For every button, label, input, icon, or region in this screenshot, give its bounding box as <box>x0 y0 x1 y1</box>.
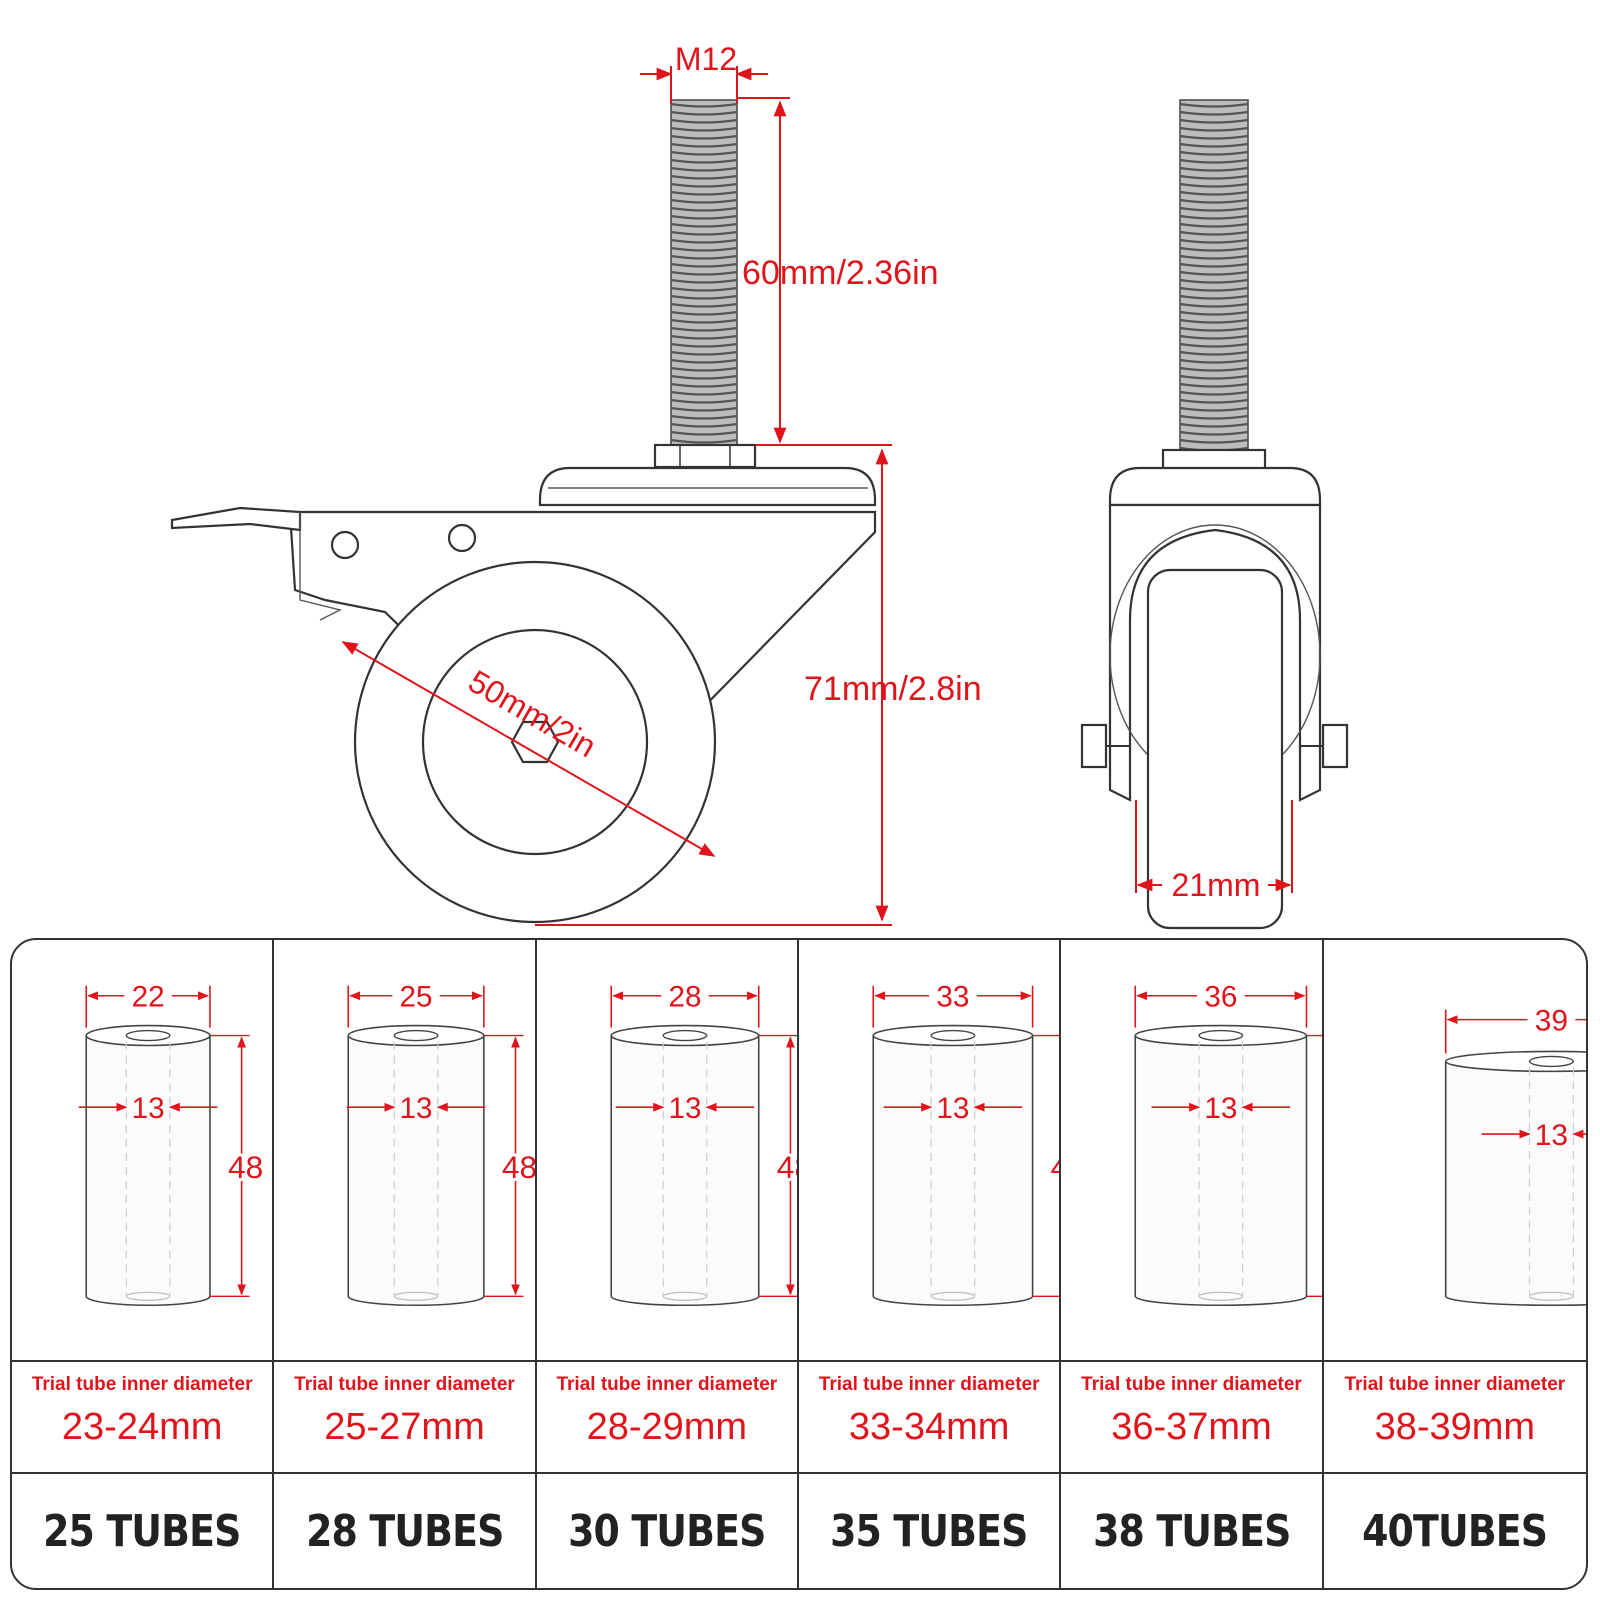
tube-count-cell: 25 TUBES <box>12 1474 275 1588</box>
caster-front-view: 21mm <box>1080 99 1349 930</box>
tube-count-cell: 40TUBES <box>1324 1474 1586 1588</box>
tube-drawing-cell: 33 13 48 <box>799 940 1062 1362</box>
tube-svg: 25 13 48 <box>347 981 535 1307</box>
height-label: 48 <box>502 1149 534 1185</box>
inner-diameter-label: 13 <box>936 1092 969 1125</box>
outer-diameter-label: 22 <box>132 981 165 1014</box>
tube-body <box>1444 1061 1586 1307</box>
axle-bolt-right <box>1321 723 1349 769</box>
total-height-label: 71mm/2.8in <box>804 670 982 708</box>
diameter-range: 28-29mm <box>586 1406 748 1448</box>
inner-diameter-label: 13 <box>1534 1119 1567 1152</box>
brake-lever <box>170 506 302 532</box>
tube-inner-diameter-cell: Trial tube inner diameter 33-34mm <box>799 1362 1062 1474</box>
outer-diameter-label: 39 <box>1534 1005 1567 1038</box>
inner-diameter-label: 13 <box>668 1092 701 1125</box>
tube-svg: 33 13 48 <box>872 981 1060 1307</box>
inner-diameter-label: 13 <box>132 1092 165 1125</box>
tube-count-cell: 35 TUBES <box>799 1474 1062 1588</box>
swivel-plate-front <box>1108 466 1322 507</box>
axle-bolt-left <box>1080 723 1108 769</box>
tube-svg: 36 13 48 <box>1134 981 1322 1307</box>
tube-drawing-cell: 22 13 48 <box>12 940 275 1362</box>
hex-nut <box>653 443 757 469</box>
caster-side-view: M12 60mm/2.36in 71mm/2.8in 50mm/2in <box>170 41 982 926</box>
tube-svg: 22 13 48 <box>78 981 266 1307</box>
tube-count-label: 38 TUBES <box>1092 1505 1291 1557</box>
tube-size-table: 22 13 48 25 13 48 28 13 48 33 <box>10 938 1588 1590</box>
tube-count-label: 25 TUBES <box>43 1505 241 1557</box>
tube-count-cell: 28 TUBES <box>274 1474 537 1588</box>
outer-diameter-label: 28 <box>668 981 701 1014</box>
tube-body <box>872 1035 1034 1307</box>
inner-diameter-label: 13 <box>1205 1092 1238 1125</box>
tube-count-label: 30 TUBES <box>568 1505 766 1557</box>
tube-bore-top <box>1198 1029 1244 1042</box>
trial-tube-label: Trial tube inner diameter <box>1081 1374 1302 1395</box>
tube-inner-diameter-cell: Trial tube inner diameter 25-27mm <box>274 1362 537 1474</box>
tube-drawing-cell: 25 13 48 <box>274 940 537 1362</box>
diameter-range: 36-37mm <box>1111 1406 1272 1448</box>
tube-drawing-cell: 36 13 48 <box>1061 940 1324 1362</box>
trial-tube-label: Trial tube inner diameter <box>31 1374 253 1395</box>
tube-bore-top <box>662 1029 708 1042</box>
tube-inner-diameter-cell: Trial tube inner diameter 38-39mm <box>1323 1362 1586 1474</box>
wheel-front <box>1146 568 1284 930</box>
diameter-range: 25-27mm <box>324 1406 485 1448</box>
caster-drawing: M12 60mm/2.36in 71mm/2.8in 50mm/2in <box>170 41 1349 930</box>
tube-bore-top <box>1528 1055 1574 1068</box>
tube-bore-bottom <box>393 1291 439 1301</box>
diameter-range: 38-39mm <box>1374 1406 1536 1448</box>
trial-tube-label: Trial tube inner diameter <box>1344 1374 1566 1395</box>
tube-count-label: 40TUBES <box>1362 1505 1548 1557</box>
tube-count-label: 35 TUBES <box>830 1505 1028 1557</box>
tube-inner-diameter-cell: Trial tube inner diameter 23-24mm <box>12 1362 275 1474</box>
height-label: 48 <box>776 1149 797 1185</box>
tube-bore-bottom <box>125 1291 171 1301</box>
trial-tube-label: Trial tube inner diameter <box>818 1374 1040 1395</box>
diameter-range: 33-34mm <box>848 1406 1010 1448</box>
height-label: 48 <box>1051 1149 1060 1185</box>
trial-tube-label: Trial tube inner diameter <box>294 1374 515 1395</box>
tube-drawing-cell: 28 13 48 <box>536 940 799 1362</box>
tube-count-cell: 30 TUBES <box>537 1474 799 1588</box>
tube-bore-bottom <box>1198 1291 1244 1301</box>
diameter-range: 23-24mm <box>61 1406 223 1448</box>
tube-inner-diameter-cell: Trial tube inner diameter 28-29mm <box>536 1362 799 1474</box>
tube-bore-bottom <box>930 1291 976 1301</box>
tube-svg: 39 13 41 <box>1444 1005 1586 1307</box>
tube-bore-top <box>125 1029 171 1042</box>
tube-count-label: 28 TUBES <box>305 1505 504 1557</box>
swivel-plate <box>538 466 877 507</box>
bracket-hole <box>447 523 477 553</box>
tube-body <box>85 1035 211 1307</box>
outer-diameter-label: 25 <box>400 981 433 1014</box>
tube-drawing-cell: 39 13 41 <box>1323 940 1586 1362</box>
tube-svg: 28 13 48 <box>610 981 797 1307</box>
stem-length-label: 60mm/2.36in <box>742 254 939 292</box>
lever-pin <box>330 530 360 560</box>
tube-bore-bottom <box>662 1291 708 1301</box>
fork-front <box>1108 503 1322 802</box>
outer-diameter-label: 33 <box>936 981 969 1014</box>
height-label: 48 <box>228 1149 263 1185</box>
tube-bore-top <box>393 1029 439 1042</box>
tube-bore-top <box>930 1029 976 1042</box>
tube-inner-diameter-cell: Trial tube inner diameter 36-37mm <box>1061 1362 1324 1474</box>
tube-count-cell: 38 TUBES <box>1061 1474 1324 1588</box>
tube-body <box>347 1035 485 1307</box>
tube-bore-bottom <box>1528 1291 1574 1301</box>
threaded-stem <box>670 99 738 446</box>
threaded-stem-front <box>1179 99 1249 456</box>
tube-body <box>1134 1035 1308 1307</box>
inner-diameter-label: 13 <box>400 1092 433 1125</box>
trial-tube-label: Trial tube inner diameter <box>556 1374 778 1395</box>
wheel-width-label: 21mm <box>1172 867 1261 903</box>
thread-label: M12 <box>675 41 737 77</box>
tube-body <box>610 1035 760 1307</box>
outer-diameter-label: 36 <box>1205 981 1238 1014</box>
